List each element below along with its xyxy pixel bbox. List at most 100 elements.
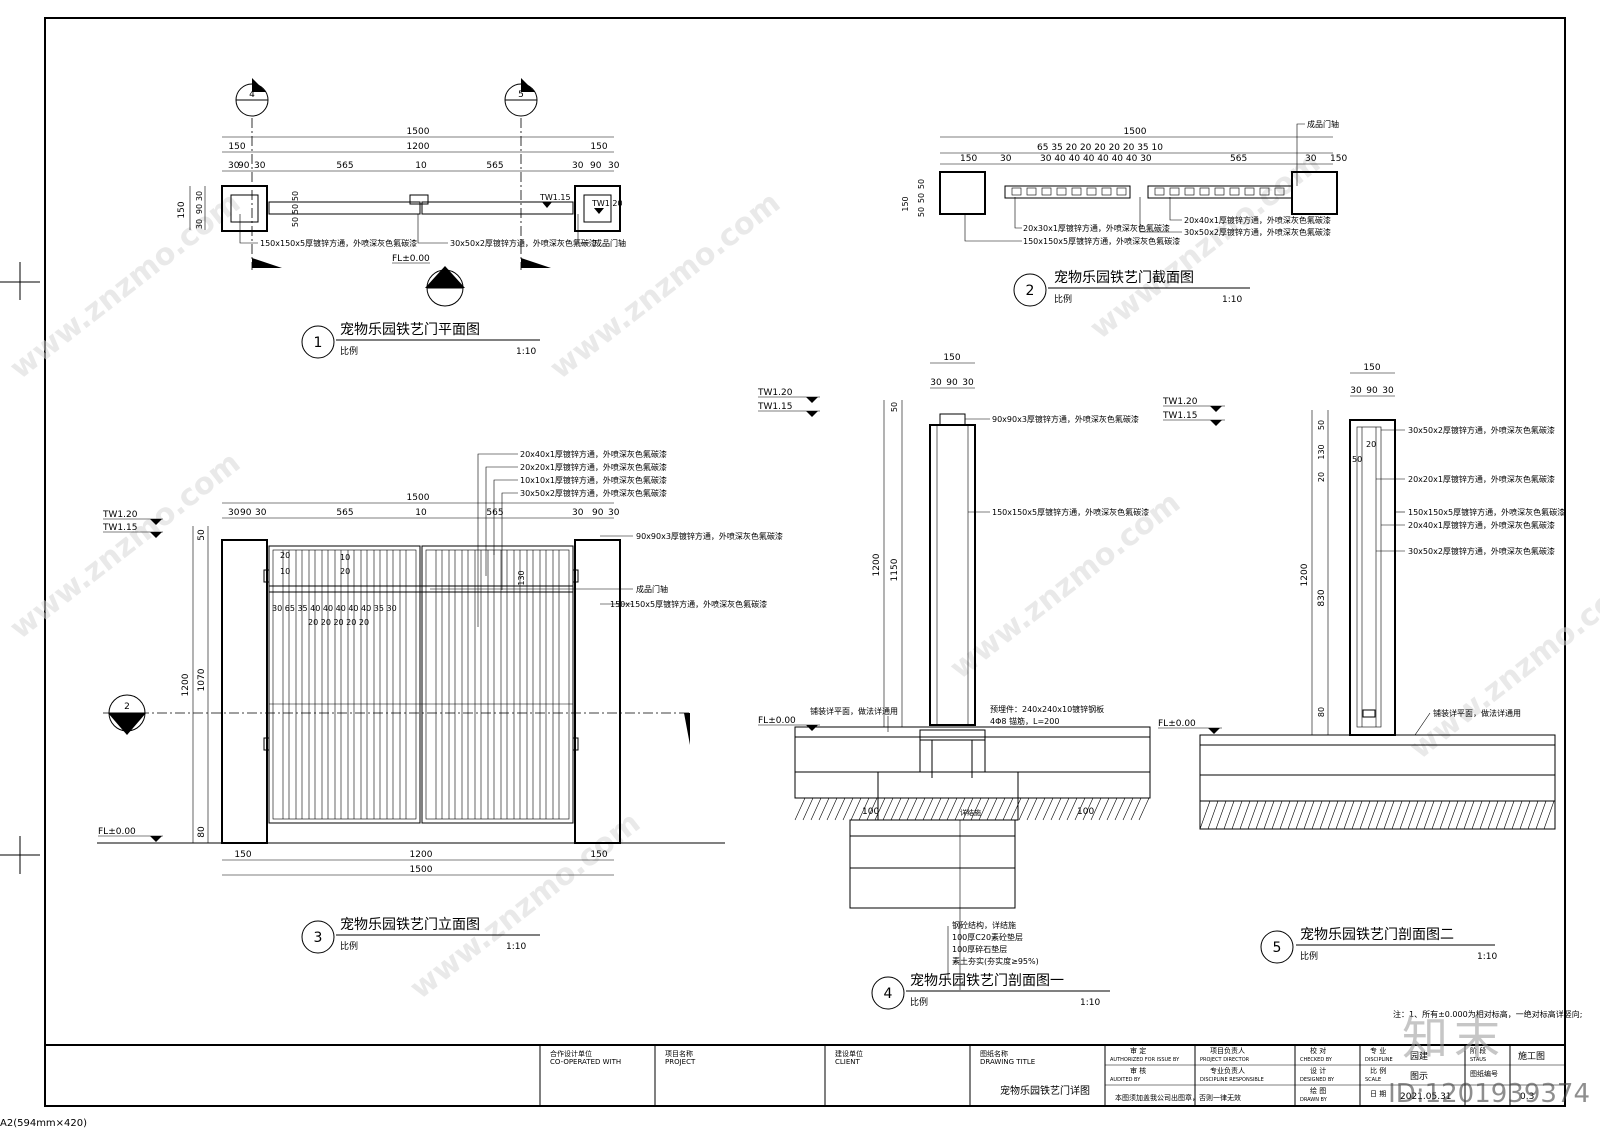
svg-text:宠物乐园铁艺门剖面图一: 宠物乐园铁艺门剖面图一 bbox=[910, 973, 1064, 989]
svg-text:30: 30 bbox=[195, 219, 204, 229]
svg-text:TW1.20: TW1.20 bbox=[102, 510, 138, 520]
svg-text:成品门轴: 成品门轴 bbox=[594, 238, 626, 248]
svg-text:1200: 1200 bbox=[181, 673, 191, 696]
section-slots bbox=[1011, 187, 1285, 196]
svg-text:1:10: 1:10 bbox=[1222, 295, 1242, 305]
svg-text:1:10: 1:10 bbox=[506, 942, 526, 952]
svg-text:10: 10 bbox=[415, 161, 427, 171]
svg-text:30: 30 bbox=[1000, 154, 1012, 164]
paper-size: A2(594mm×420) bbox=[0, 1118, 88, 1129]
section-marker-3: 3 bbox=[425, 266, 465, 307]
svg-text:30 40 40 40 40 40 40 30: 30 40 40 40 40 40 40 30 bbox=[1040, 154, 1152, 164]
svg-text:30: 30 bbox=[962, 378, 974, 388]
svg-text:设 计: 设 计 bbox=[1310, 1066, 1326, 1075]
svg-text:3: 3 bbox=[314, 930, 323, 946]
svg-text:专业负责人: 专业负责人 bbox=[1210, 1066, 1245, 1075]
svg-text:图纸名称: 图纸名称 bbox=[980, 1049, 1008, 1058]
soil-hatch bbox=[794, 797, 1150, 821]
svg-text:30: 30 bbox=[254, 161, 266, 171]
svg-text:100: 100 bbox=[1077, 807, 1094, 817]
svg-text:图示: 图示 bbox=[1410, 1071, 1428, 1082]
svg-text:150x150x5厚镀锌方通，外喷深灰色氟碳漆: 150x150x5厚镀锌方通，外喷深灰色氟碳漆 bbox=[1023, 236, 1180, 246]
svg-text:50: 50 bbox=[291, 217, 300, 227]
svg-text:比例: 比例 bbox=[1054, 293, 1072, 305]
svg-text:50: 50 bbox=[917, 193, 926, 203]
svg-text:90x90x3厚镀锌方通，外喷深灰色氟碳漆: 90x90x3厚镀锌方通，外喷深灰色氟碳漆 bbox=[636, 531, 783, 541]
svg-text:TW1.15: TW1.15 bbox=[102, 523, 137, 533]
svg-text:铺装详平面，做法详通用: 铺装详平面，做法详通用 bbox=[1433, 708, 1521, 718]
svg-text:DESIGNED BY: DESIGNED BY bbox=[1300, 1077, 1335, 1083]
svg-text:150: 150 bbox=[234, 850, 251, 860]
section-marker-5: 5 bbox=[504, 78, 538, 117]
svg-text:FL±0.00: FL±0.00 bbox=[98, 827, 136, 837]
svg-text:1200: 1200 bbox=[872, 553, 882, 576]
svg-text:150: 150 bbox=[590, 142, 607, 152]
svg-text:2021.05.31: 2021.05.31 bbox=[1400, 1092, 1452, 1102]
title-plan: 1 宠物乐园铁艺门平面图 比例 1:10 bbox=[301, 322, 540, 359]
svg-text:1:10: 1:10 bbox=[516, 347, 536, 357]
svg-text:30: 30 bbox=[930, 378, 942, 388]
svg-text:宠物乐园铁艺门立面图: 宠物乐园铁艺门立面图 bbox=[340, 917, 480, 933]
svg-text:宠物乐园铁艺门平面图: 宠物乐园铁艺门平面图 bbox=[340, 322, 480, 338]
svg-text:30x50x2厚镀锌方通，外喷深灰色氟碳漆: 30x50x2厚镀锌方通，外喷深灰色氟碳漆 bbox=[1408, 546, 1555, 556]
svg-text:DISCIPLINE RESPONSIBLE: DISCIPLINE RESPONSIBLE bbox=[1200, 1077, 1264, 1083]
svg-text:阶 段: 阶 段 bbox=[1470, 1046, 1486, 1055]
svg-text:www.znzmo.com: www.znzmo.com bbox=[543, 185, 787, 386]
title-elevation: 3 宠物乐园铁艺门立面图 比例 1:10 bbox=[301, 917, 540, 954]
svg-text:20x30x1厚镀锌方通，外喷深灰色氟碳漆: 20x30x1厚镀锌方通，外喷深灰色氟碳漆 bbox=[1023, 223, 1170, 233]
svg-text:30: 30 bbox=[255, 508, 267, 518]
svg-text:150: 150 bbox=[228, 142, 245, 152]
svg-text:校 对: 校 对 bbox=[1310, 1046, 1326, 1055]
svg-text:1070: 1070 bbox=[197, 668, 207, 691]
svg-text:10: 10 bbox=[415, 508, 427, 518]
svg-text:注：1、所有±0.000为相对标高，一绝对标高详竖向;: 注：1、所有±0.000为相对标高，一绝对标高详竖向; bbox=[1393, 1009, 1582, 1019]
svg-text:PROJECT DIRECTOR: PROJECT DIRECTOR bbox=[1200, 1057, 1250, 1063]
svg-text:10: 10 bbox=[340, 553, 350, 562]
svg-text:150: 150 bbox=[960, 154, 977, 164]
section-one-view: 150 30 90 30 TW1.20 TW1.15 1200 50 1150 … bbox=[757, 353, 1151, 1010]
svg-text:CO-OPERATED WITH: CO-OPERATED WITH bbox=[550, 1058, 621, 1066]
svg-text:比例: 比例 bbox=[340, 940, 358, 952]
svg-text:1500: 1500 bbox=[407, 127, 430, 137]
svg-text:DISCIPLINE: DISCIPLINE bbox=[1365, 1057, 1393, 1063]
svg-text:TW1.20: TW1.20 bbox=[591, 199, 623, 208]
svg-text:50: 50 bbox=[917, 207, 926, 217]
watermark-layer: www.znzmo.com www.znzmo.com www.znzmo.co… bbox=[3, 145, 1600, 1006]
svg-text:本图须加盖我公司出图章，否则一律无效: 本图须加盖我公司出图章，否则一律无效 bbox=[1115, 1093, 1241, 1102]
svg-text:565: 565 bbox=[486, 161, 503, 171]
svg-text:30: 30 bbox=[195, 191, 204, 201]
title-section-view: 2 宠物乐园铁艺门截面图 比例 1:10 bbox=[1013, 270, 1250, 307]
svg-text:30x50x2厚镀锌方通，外喷深灰色氟碳漆: 30x50x2厚镀锌方通，外喷深灰色氟碳漆 bbox=[1408, 425, 1555, 435]
svg-text:园建: 园建 bbox=[1410, 1050, 1428, 1062]
svg-text:80: 80 bbox=[197, 826, 207, 838]
svg-text:CHECKED BY: CHECKED BY bbox=[1300, 1057, 1333, 1063]
section-marker-4: 4 bbox=[235, 78, 270, 117]
svg-text:1500: 1500 bbox=[410, 865, 433, 875]
svg-text:10: 10 bbox=[280, 567, 290, 576]
svg-text:预埋件：240x240x10镀锌钢板: 预埋件：240x240x10镀锌钢板 bbox=[990, 704, 1104, 714]
svg-text:20x20x1厚镀锌方通，外喷深灰色氟碳漆: 20x20x1厚镀锌方通，外喷深灰色氟碳漆 bbox=[520, 462, 667, 472]
svg-text:830: 830 bbox=[1317, 589, 1327, 606]
svg-text:图纸编号: 图纸编号 bbox=[1470, 1069, 1498, 1078]
svg-text:30: 30 bbox=[228, 161, 240, 171]
svg-text:150x150x5厚镀锌方通，外喷深灰色氟碳漆: 150x150x5厚镀锌方通，外喷深灰色氟碳漆 bbox=[610, 599, 767, 609]
svg-text:50: 50 bbox=[197, 529, 207, 541]
svg-text:FL±0.00: FL±0.00 bbox=[1158, 719, 1196, 729]
svg-text:1200: 1200 bbox=[1300, 563, 1310, 586]
section-marker-2: 2 bbox=[108, 694, 146, 735]
svg-text:1500: 1500 bbox=[1124, 127, 1147, 137]
svg-text:SCALE: SCALE bbox=[1365, 1077, 1381, 1083]
svg-text:30 65 35 40 40 40 40 40 35 30: 30 65 35 40 40 40 40 40 35 30 bbox=[272, 604, 397, 613]
svg-text:专 业: 专 业 bbox=[1370, 1046, 1386, 1055]
svg-text:宠物乐园铁艺门截面图: 宠物乐园铁艺门截面图 bbox=[1054, 270, 1194, 286]
svg-text:565: 565 bbox=[1230, 154, 1247, 164]
svg-text:100厚碎石垫层: 100厚碎石垫层 bbox=[952, 944, 1007, 954]
svg-text:100厚C20素砼垫层: 100厚C20素砼垫层 bbox=[952, 932, 1023, 942]
svg-text:565: 565 bbox=[336, 161, 353, 171]
section-plan-view: 1500 65 35 20 20 20 20 20 35 10 150 30 3… bbox=[901, 119, 1347, 307]
svg-text:30x50x2厚镀锌方通，外喷深灰色氟碳漆: 30x50x2厚镀锌方通，外喷深灰色氟碳漆 bbox=[450, 238, 597, 248]
svg-text:1: 1 bbox=[314, 335, 323, 351]
svg-text:20: 20 bbox=[280, 551, 290, 560]
svg-text:项目负责人: 项目负责人 bbox=[1210, 1046, 1245, 1055]
